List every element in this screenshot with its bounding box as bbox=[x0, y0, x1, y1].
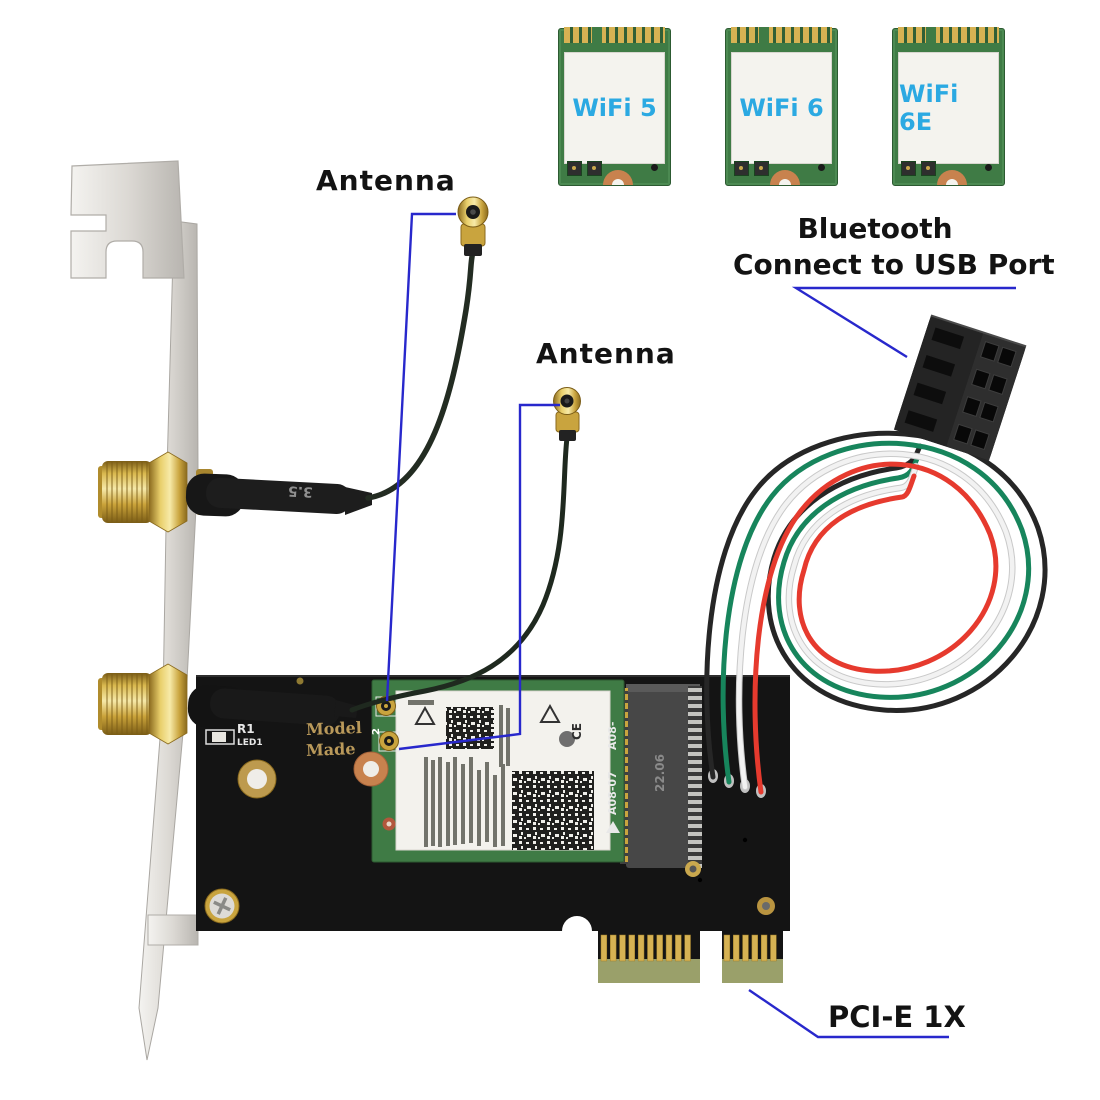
usb-wire-green bbox=[720, 440, 1032, 785]
screw-hole-icon bbox=[587, 161, 602, 176]
callout-line-bluetooth bbox=[791, 286, 1016, 359]
wifi5-card-sticker: WiFi 5 bbox=[564, 52, 665, 164]
bracket-top-flange bbox=[70, 160, 185, 279]
bluetooth-label-line2: Connect to USB Port bbox=[733, 248, 1055, 281]
pcie-edge-connector bbox=[598, 931, 783, 985]
antenna-label-1: Antenna bbox=[316, 164, 456, 197]
ufl-socket-2 bbox=[378, 731, 400, 752]
ufl-plug-1 bbox=[457, 196, 489, 256]
screw-hole-icon bbox=[921, 161, 936, 176]
screw-hole-icon bbox=[734, 161, 749, 176]
wifi6e-card: WiFi 6E bbox=[892, 27, 1005, 186]
wifi-module bbox=[353, 679, 625, 863]
module-marking-b: A08-07 bbox=[606, 771, 619, 815]
module-marking-a: A08- bbox=[606, 721, 619, 750]
usb-wire-white bbox=[736, 451, 1015, 790]
m2-edge-pins-icon bbox=[898, 27, 999, 43]
board-dot-icon bbox=[818, 164, 825, 171]
m2-edge-pins-icon bbox=[564, 27, 665, 43]
recycle-triangle-icon bbox=[414, 705, 436, 725]
board-gold-print-2: Made bbox=[305, 739, 356, 760]
wifi6e-card-label: WiFi 6E bbox=[899, 80, 959, 136]
pcie-label: PCI-E 1X bbox=[828, 1000, 966, 1034]
antenna-cable-2 bbox=[187, 435, 570, 729]
callout-line-antenna-2 bbox=[398, 403, 560, 751]
sma-hex-nut bbox=[148, 663, 188, 745]
ufl-socket-1 bbox=[375, 696, 397, 717]
sma-hex-nut bbox=[148, 451, 188, 533]
board-dot-icon bbox=[651, 164, 658, 171]
bluetooth-label-line1: Bluetooth bbox=[797, 212, 953, 245]
copper-notch-icon bbox=[770, 170, 800, 185]
wifi5-card: WiFi 5 bbox=[558, 27, 671, 186]
phillips-screw-icon bbox=[213, 897, 231, 915]
ce-mark: CE bbox=[570, 722, 584, 740]
module-port-label: 2 bbox=[371, 728, 382, 735]
screw-hole-icon bbox=[754, 161, 769, 176]
callout-line-pcie bbox=[748, 989, 949, 1039]
copper-notch-icon bbox=[937, 170, 967, 185]
antenna-cable-1 bbox=[185, 249, 476, 517]
wifi5-card-label: WiFi 5 bbox=[572, 94, 657, 122]
mounting-hole bbox=[237, 759, 277, 799]
board-dot-icon bbox=[985, 164, 992, 171]
usb-wire-black bbox=[704, 430, 1048, 780]
wifi6-card-label: WiFi 6 bbox=[739, 94, 824, 122]
callout-lines bbox=[385, 212, 1016, 1039]
silkscreen-r1-text: R1 bbox=[237, 722, 255, 736]
wifi6-card: WiFi 6 bbox=[725, 27, 838, 186]
board-gold-print-1: Model bbox=[305, 718, 363, 739]
wifi6-card-sticker: WiFi 6 bbox=[731, 52, 832, 164]
qr-code-2 bbox=[512, 771, 594, 850]
mounting-screw bbox=[204, 888, 240, 924]
callout-line-antenna-1 bbox=[385, 212, 456, 702]
copper-notch-icon bbox=[603, 170, 633, 185]
wifi6e-card-sticker: WiFi 6E bbox=[898, 52, 999, 164]
label-dot bbox=[559, 731, 575, 747]
silkscreen-led1-text: LED1 bbox=[237, 738, 263, 748]
usb-cable-loop bbox=[704, 430, 1048, 795]
pci-bracket bbox=[70, 160, 199, 1061]
screw-hole-icon bbox=[901, 161, 916, 176]
socket-marking: 22.06 bbox=[653, 754, 667, 792]
antenna-label-2: Antenna bbox=[536, 337, 676, 370]
key-triangle-icon bbox=[606, 821, 620, 833]
screw-hole-icon bbox=[567, 161, 582, 176]
usb-header-connector bbox=[893, 314, 1027, 461]
heatshrink-marking: 3.5 bbox=[287, 482, 314, 500]
m2-edge-pins-icon bbox=[731, 27, 832, 43]
bracket-foot bbox=[147, 914, 199, 946]
m2-socket bbox=[620, 684, 702, 877]
recycle-triangle-icon bbox=[539, 703, 561, 723]
usb-wire-red bbox=[752, 461, 999, 795]
bracket-strip bbox=[138, 220, 199, 1061]
ufl-plug-2 bbox=[553, 387, 581, 441]
